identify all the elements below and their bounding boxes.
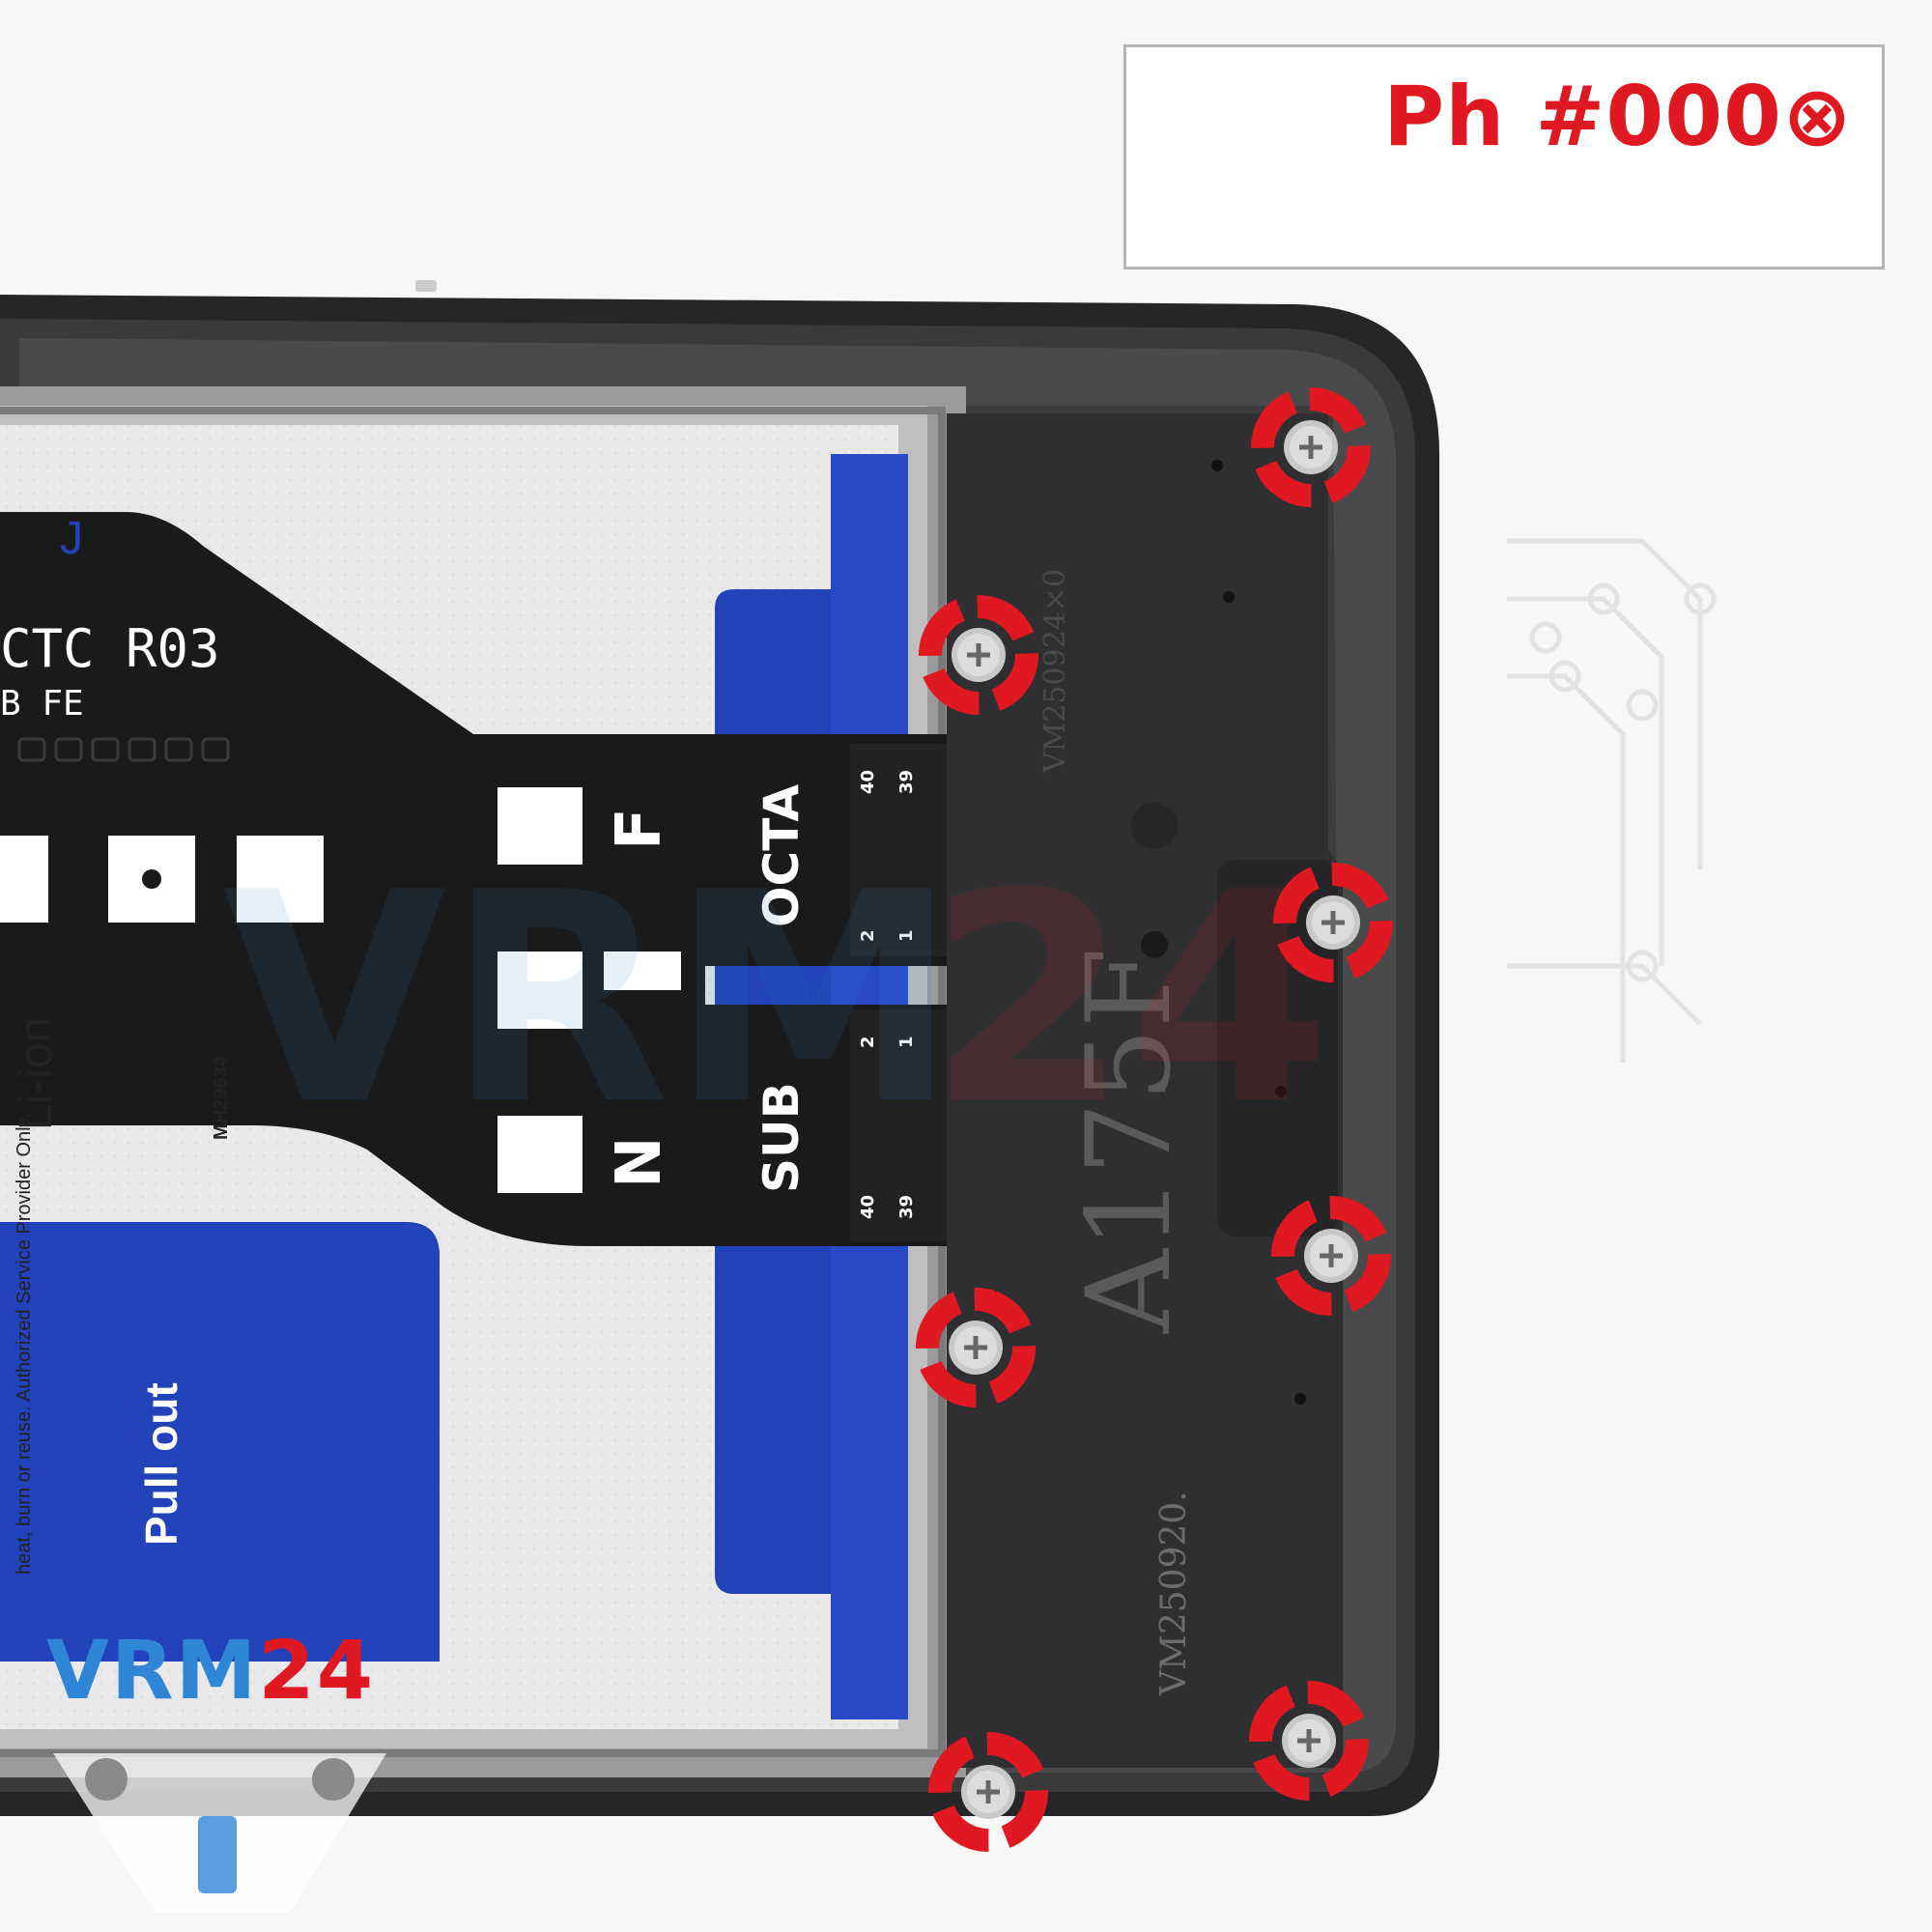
tool-info-box: Ph #000⊗	[1123, 44, 1885, 270]
cable-fe-code: B FE	[0, 684, 84, 724]
battery-pull-out: Pull out	[136, 1382, 186, 1546]
sub-pin-40: 40	[858, 1194, 878, 1219]
screw-1[interactable]	[1251, 387, 1371, 507]
screw-5[interactable]	[916, 1288, 1036, 1407]
screw-4[interactable]	[1271, 1196, 1391, 1316]
screw-markers	[916, 387, 1393, 1852]
sub-pin-39: 39	[896, 1194, 917, 1219]
metal-bracket	[947, 413, 1343, 1768]
screw-2[interactable]	[919, 595, 1038, 715]
watermark-right: 24	[927, 831, 1331, 1168]
octa-pin-40: 40	[858, 769, 878, 794]
cable-ctc-code: CTC R03	[0, 618, 220, 679]
battery-letter-j: J	[60, 513, 83, 564]
frame-vm-code-top: VM250924×0	[1038, 568, 1072, 773]
logo-part-1: VRM	[46, 1623, 259, 1718]
logo-part-2: 24	[258, 1623, 376, 1718]
battery-warning-line: heat, burn or reuse. Authorized Service …	[14, 1113, 35, 1575]
tool-label: Ph #000⊗	[1383, 69, 1853, 165]
flex-cable	[0, 512, 947, 1246]
screw-3[interactable]	[1273, 863, 1393, 982]
screw-6[interactable]	[1249, 1681, 1369, 1801]
vrm24-logo: VRM24	[46, 1623, 375, 1718]
watermark-left: VRM	[222, 831, 958, 1168]
octa-pin-39: 39	[896, 769, 917, 794]
screw-7[interactable]	[928, 1732, 1048, 1852]
frame-vm-code-small: VM250920.	[1154, 1491, 1194, 1695]
vrm24-badge-icon	[53, 1753, 386, 1913]
